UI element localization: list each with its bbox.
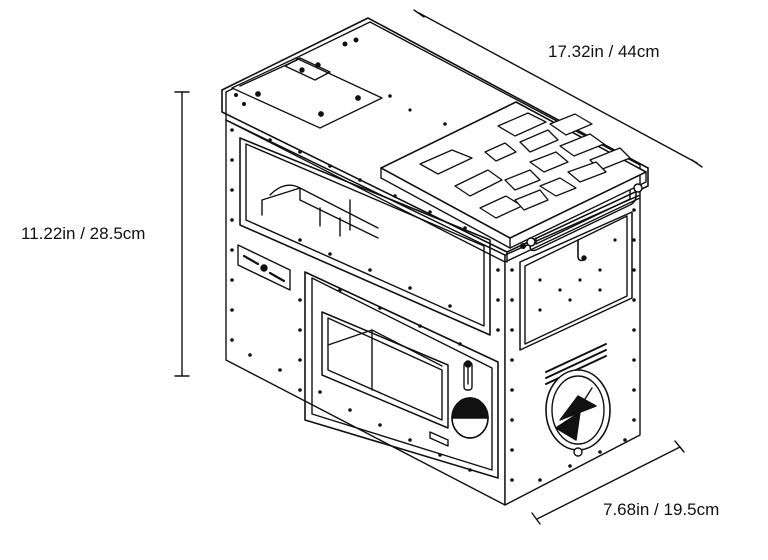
side-access-panel [520, 212, 632, 350]
width-dimension-label: 17.32in / 44cm [548, 42, 660, 61]
air-vent-knob [452, 398, 488, 438]
side-handle [527, 184, 642, 251]
side-air-damper [546, 370, 610, 456]
firebox-door [305, 272, 498, 478]
grate-cutouts [420, 113, 630, 218]
control-plate [238, 245, 290, 290]
side-rivets [510, 208, 636, 482]
height-dimension-label: 11.22in / 28.5cm [21, 224, 146, 243]
grill-grate [381, 102, 646, 248]
upper-window [240, 138, 490, 335]
door-latch [464, 361, 472, 390]
front-rivets [230, 128, 500, 472]
dimension-line-width [414, 10, 702, 167]
dimension-line-depth [532, 441, 684, 524]
hinged-lid-plate [232, 38, 382, 128]
dimension-line-height [175, 92, 189, 376]
depth-dimension-label: 7.68in / 19.5cm [603, 500, 720, 519]
